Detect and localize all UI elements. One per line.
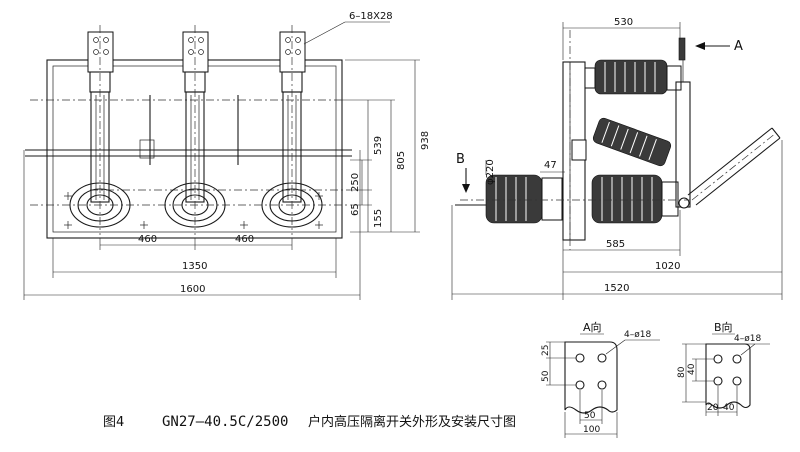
caption-figure-number: 图4 bbox=[103, 415, 124, 430]
dim-65: 65 bbox=[350, 203, 361, 216]
caption-description: 户内高压隔离开关外形及安装尺寸图 bbox=[308, 414, 516, 430]
phase-pole-left bbox=[69, 25, 131, 235]
view-a-title: A向 bbox=[583, 320, 602, 334]
view-b-holes: 4–ø18 bbox=[734, 334, 761, 344]
view-a-dim-25: 25 bbox=[541, 345, 551, 356]
phase-pole-middle bbox=[164, 25, 226, 235]
view-b-detail: B向 4–ø18 80 40 20 40 bbox=[677, 320, 770, 416]
opened-blade bbox=[687, 127, 781, 206]
caption-model: GN27–40.5C/2500 bbox=[162, 414, 288, 430]
view-b-dim-20: 20 bbox=[707, 403, 719, 413]
dim-938: 938 bbox=[420, 131, 431, 150]
lower-bushing bbox=[455, 174, 679, 224]
dim-dia-220: φ220 bbox=[485, 159, 496, 185]
dim-overall-width: 1600 bbox=[180, 284, 205, 295]
dim-539: 539 bbox=[373, 136, 384, 155]
dim-155: 155 bbox=[373, 209, 384, 228]
arrow-b-label: B bbox=[456, 152, 465, 167]
dim-1020: 1020 bbox=[655, 261, 680, 272]
dim-47: 47 bbox=[544, 160, 557, 171]
arrow-a-label: A bbox=[734, 39, 743, 54]
figure-caption: 图4 GN27–40.5C/2500 户内高压隔离开关外形及安装尺寸图 bbox=[103, 414, 516, 430]
view-b-dim-80: 80 bbox=[677, 366, 687, 378]
view-a-dim-50-bottom: 50 bbox=[584, 411, 596, 421]
view-a-dim-50-side: 50 bbox=[541, 370, 551, 382]
dim-1520: 1520 bbox=[604, 283, 629, 294]
dim-805: 805 bbox=[396, 151, 407, 170]
view-a-dim-100: 100 bbox=[583, 425, 600, 435]
bolt-spec-label: 6–18X28 bbox=[349, 11, 393, 22]
phase-pole-right bbox=[261, 25, 323, 235]
front-view: 6–18X28 460 460 1350 1600 539 805 938 25… bbox=[23, 11, 431, 300]
dim-530: 530 bbox=[614, 17, 633, 28]
dim-pitch-right: 460 bbox=[235, 234, 254, 245]
upper-insulator bbox=[584, 59, 682, 95]
diagonal-insulator bbox=[592, 117, 672, 167]
dim-pitch-left: 460 bbox=[138, 234, 157, 245]
dim-585: 585 bbox=[606, 239, 625, 250]
view-b-dim-40: 40 bbox=[687, 363, 697, 375]
dim-250: 250 bbox=[350, 173, 361, 192]
view-b-dim-40-bottom: 40 bbox=[723, 403, 735, 413]
dim-mount-width: 1350 bbox=[182, 261, 207, 272]
side-view: A B 530 φ220 47 585 1020 1520 bbox=[451, 17, 783, 300]
view-a-detail: A向 4–ø18 25 50 50 100 bbox=[541, 320, 660, 438]
view-b-title: B向 bbox=[714, 320, 733, 334]
view-a-holes: 4–ø18 bbox=[624, 330, 651, 340]
